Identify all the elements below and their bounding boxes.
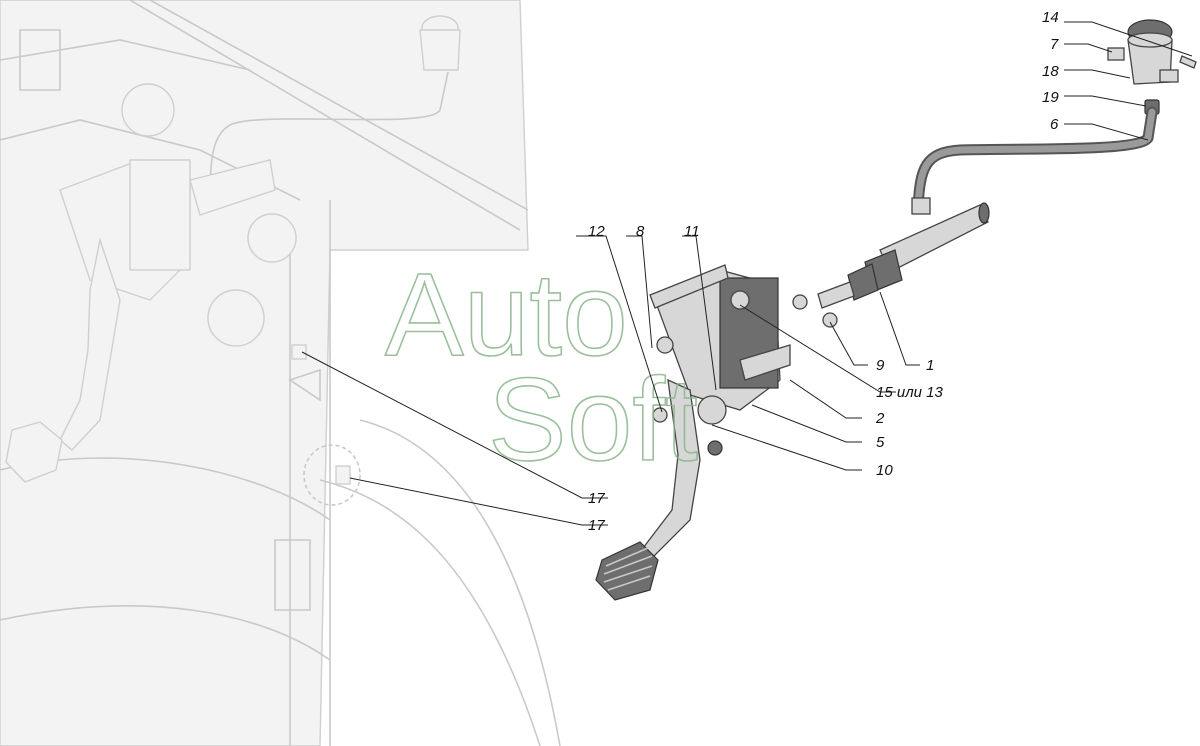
clutch-hose	[912, 106, 1158, 214]
watermark-text-auto: Auto	[385, 249, 628, 381]
pedal-bracket	[649, 264, 791, 456]
leader-lines	[301, 21, 1193, 526]
callout-17-lower: 17	[588, 517, 605, 534]
callout-labels: 14 7 18 19 6 12 8 11 9 1 15 или 13 2 5 1…	[588, 9, 1059, 534]
watermark: Auto Soft	[384, 248, 699, 487]
master-cylinder	[792, 197, 990, 328]
callout-2: 2	[875, 410, 885, 427]
callout-15-or-13: 15 или 13	[876, 384, 944, 401]
clutch-pedal	[595, 378, 701, 601]
callout-8: 8	[636, 223, 645, 240]
callout-17-upper: 17	[588, 490, 605, 507]
callout-10: 10	[876, 462, 893, 479]
callout-5: 5	[876, 434, 885, 451]
callout-6: 6	[1050, 116, 1059, 133]
fluid-reservoir	[1107, 19, 1197, 115]
watermark-text-soft: Soft	[488, 354, 698, 486]
callout-9: 9	[876, 357, 885, 374]
callout-7: 7	[1050, 36, 1059, 53]
ghost-vehicle-body	[0, 0, 561, 746]
callout-1: 1	[926, 357, 934, 374]
clutch-assembly	[595, 19, 1197, 601]
callout-14: 14	[1042, 9, 1059, 26]
callout-19: 19	[1042, 89, 1059, 106]
callout-18: 18	[1042, 63, 1059, 80]
callout-12: 12	[588, 223, 605, 240]
callout-11: 11	[684, 223, 700, 240]
